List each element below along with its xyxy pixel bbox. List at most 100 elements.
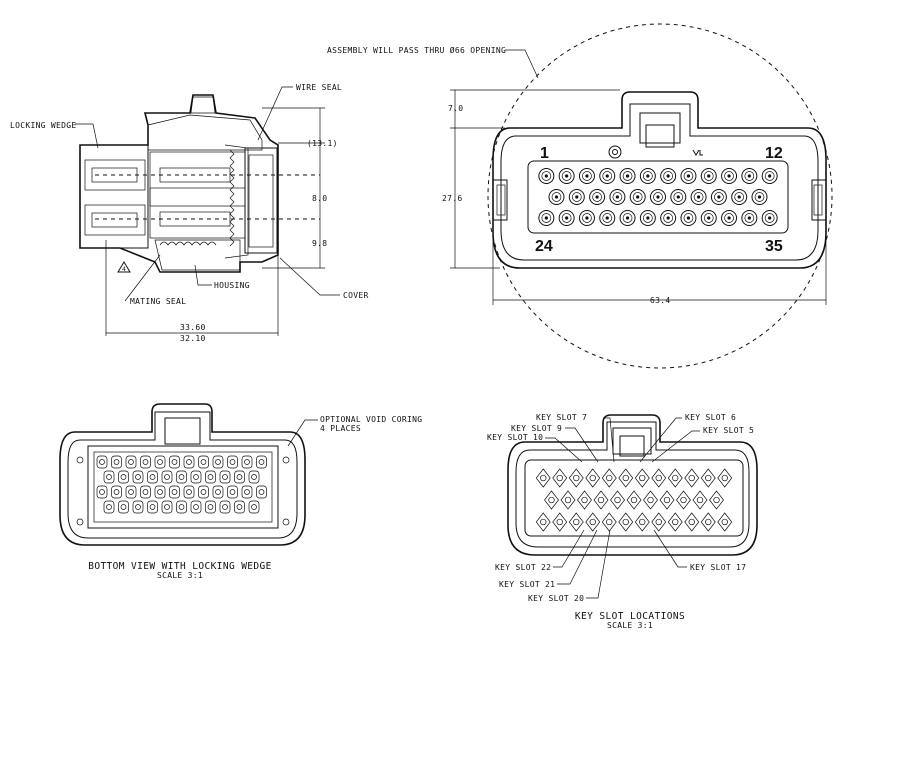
- bottom-pin: [147, 500, 158, 514]
- key-pin: [717, 468, 733, 488]
- bottom-pin: [219, 500, 231, 514]
- bottom-pin: [183, 455, 195, 469]
- bottom-pin: [169, 455, 180, 469]
- label-key-slot-7: KEY SLOT 7: [536, 413, 587, 422]
- key-pin: [717, 512, 733, 532]
- ul-mark-icon: [692, 149, 703, 156]
- pin-cavity: [599, 168, 616, 184]
- bottom-pin: [234, 500, 245, 514]
- pin-cavity: [721, 168, 738, 184]
- key-pin: [535, 468, 551, 488]
- bottom-pin: [190, 470, 202, 484]
- pin-cavity: [761, 168, 778, 184]
- bottom-pin: [227, 485, 238, 499]
- key-pin: [585, 512, 601, 532]
- bottom-pin: [140, 485, 151, 499]
- label-mating-seal: MATING SEAL: [130, 297, 186, 306]
- pin-cavity: [558, 168, 575, 184]
- pin-cavity: [558, 210, 575, 226]
- label-locking-wedge: LOCKING WEDGE: [10, 121, 77, 130]
- bottom-pin: [219, 470, 231, 484]
- pin-cavity: [548, 189, 565, 205]
- dim-63-4: 63.4: [650, 296, 670, 305]
- bottom-view-title: BOTTOM VIEW WITH LOCKING WEDGE: [88, 561, 272, 572]
- dim-33-60: 33.60: [180, 323, 206, 332]
- front-view: ASSEMBLY WILL PASS THRU Ø66 OPENING 1 12…: [327, 23, 833, 369]
- warning-triangle-icon: 4: [117, 261, 131, 273]
- bottom-view-scale: SCALE 3:1: [157, 571, 203, 580]
- keying-icon: [608, 145, 622, 159]
- key-pin: [544, 490, 559, 510]
- bottom-pin: [248, 500, 260, 514]
- bottom-pin: [125, 485, 137, 499]
- key-pin: [618, 468, 634, 488]
- key-pin: [568, 512, 584, 532]
- svg-text:4: 4: [122, 266, 126, 273]
- pin-cavity: [700, 168, 717, 184]
- label-key-slot-6: KEY SLOT 6: [685, 413, 736, 422]
- bottom-pin: [147, 470, 158, 484]
- label-key-slot-10: KEY SLOT 10: [487, 433, 543, 442]
- bottom-pin: [125, 455, 137, 469]
- key-pin: [626, 490, 642, 510]
- bottom-pin: [190, 500, 202, 514]
- label-key-slot-21: KEY SLOT 21: [499, 580, 555, 589]
- dim-32-10: 32.10: [180, 334, 206, 343]
- bottom-pin: [176, 500, 187, 514]
- key-pin: [700, 468, 716, 488]
- pin-cavity: [578, 168, 595, 184]
- key-slot-view: KEY SLOT 7 KEY SLOT 6 KEY SLOT 9 KEY SLO…: [487, 413, 758, 630]
- pin-cavity: [690, 189, 707, 205]
- key-pin: [676, 490, 691, 510]
- bottom-pin: [161, 500, 173, 514]
- bottom-pin: [118, 470, 129, 484]
- key-pin: [651, 512, 667, 532]
- bottom-pin: [111, 455, 122, 469]
- label-wire-seal: WIRE SEAL: [296, 83, 342, 92]
- bottom-pin: [161, 470, 173, 484]
- bottom-pin: [154, 455, 166, 469]
- side-section-view: (13.1) 8.0 9.8 33.60 32.10 4 LOCKING WED…: [10, 83, 369, 343]
- pin-cavity: [639, 168, 656, 184]
- pin-cavity: [538, 210, 555, 226]
- dim-27-6: 27.6: [442, 194, 462, 203]
- pin-cavity: [609, 189, 626, 205]
- bottom-pin: [198, 485, 209, 499]
- bottom-pin-field: [96, 455, 267, 514]
- pin-cavity: [619, 168, 636, 184]
- label-cover: COVER: [343, 291, 369, 300]
- pin-label-35: 35: [765, 238, 783, 255]
- label-key-slot-20: KEY SLOT 20: [528, 594, 584, 603]
- key-pin: [667, 512, 683, 532]
- dim-9-8: 9.8: [312, 239, 327, 248]
- bottom-pin: [96, 455, 108, 469]
- pin-cavity: [680, 210, 697, 226]
- bottom-pin: [198, 455, 209, 469]
- pin-label-12: 12: [765, 145, 783, 162]
- bottom-pin: [103, 470, 115, 484]
- label-housing: HOUSING: [214, 281, 250, 290]
- pin-cavity: [700, 210, 717, 226]
- key-pin: [560, 490, 576, 510]
- key-pin: [601, 468, 617, 488]
- key-pin: [552, 468, 568, 488]
- key-pin: [643, 490, 658, 510]
- pin-cavity: [741, 210, 758, 226]
- key-pin: [618, 512, 634, 532]
- key-pin: [535, 512, 551, 532]
- bottom-pin: [212, 485, 224, 499]
- assembly-note: ASSEMBLY WILL PASS THRU Ø66 OPENING: [327, 45, 506, 55]
- key-pin: [634, 512, 650, 532]
- bottom-pin: [256, 455, 267, 469]
- pin-label-1: 1: [540, 145, 549, 162]
- bottom-view: OPTIONAL VOID CORING 4 PLACES BOTTOM VIE…: [59, 403, 422, 580]
- label-key-slot-22: KEY SLOT 22: [495, 563, 551, 572]
- pin-cavity: [619, 210, 636, 226]
- bottom-pin: [132, 500, 144, 514]
- bottom-pin: [205, 500, 216, 514]
- key-pin: [601, 512, 617, 532]
- bottom-pin: [154, 485, 166, 499]
- bottom-pin: [248, 470, 260, 484]
- key-pin: [593, 490, 609, 510]
